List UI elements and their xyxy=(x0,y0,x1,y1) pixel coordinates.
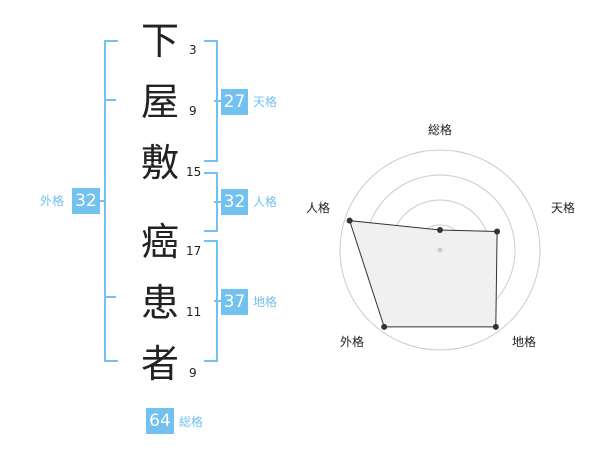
radar-point-2 xyxy=(494,228,501,235)
stroke-count-2: 9 xyxy=(189,104,197,118)
stroke-count-1: 3 xyxy=(189,43,197,57)
jinkaku-badge: 32 xyxy=(221,189,248,215)
bracket-tick xyxy=(104,99,116,101)
axis-label-tenkaku: 天格 xyxy=(551,200,575,215)
bracket-connector xyxy=(214,201,222,203)
bracket-tick xyxy=(104,296,116,298)
stroke-count-3: 15 xyxy=(186,165,202,179)
tenkaku-label: 天格 xyxy=(253,95,278,109)
name-char-1: 下 xyxy=(140,19,179,63)
stroke-count-6: 9 xyxy=(189,366,197,380)
radar-point-4 xyxy=(381,323,388,330)
radar-ring xyxy=(339,149,541,351)
name-char-2: 屋 xyxy=(140,80,179,124)
soukaku-label: 総格 xyxy=(179,415,204,429)
name-char-5: 患 xyxy=(140,281,179,325)
radar-point-1 xyxy=(437,227,443,233)
radar-point-5 xyxy=(346,217,353,224)
chikaku-badge: 37 xyxy=(221,289,248,315)
soukaku-badge: 64 xyxy=(146,408,174,434)
bracket-connector xyxy=(214,100,222,102)
axis-label-chikaku: 地格 xyxy=(512,334,536,349)
chikaku-label: 地格 xyxy=(253,295,278,309)
name-char-3: 敷 xyxy=(140,141,179,185)
gaikaku-label: 外格 xyxy=(40,194,65,208)
radar-polygon xyxy=(348,220,498,328)
stroke-count-4: 17 xyxy=(186,244,202,258)
axis-label-soukaku: 総格 xyxy=(428,122,452,137)
jinkaku-label: 人格 xyxy=(253,195,278,209)
name-char-6: 者 xyxy=(140,342,179,386)
radar-point-3 xyxy=(492,323,499,330)
radar-points xyxy=(346,217,501,330)
stroke-count-5: 11 xyxy=(186,305,202,319)
axis-label-gaikaku: 外格 xyxy=(340,334,364,349)
bracket-connector xyxy=(100,200,106,202)
gaikaku-badge: 32 xyxy=(72,188,100,214)
bracket-connector xyxy=(214,300,222,302)
radar-center xyxy=(437,247,443,253)
tenkaku-badge: 27 xyxy=(221,89,248,115)
name-char-4: 癌 xyxy=(140,220,179,264)
axis-label-jinkaku: 人格 xyxy=(306,200,330,215)
